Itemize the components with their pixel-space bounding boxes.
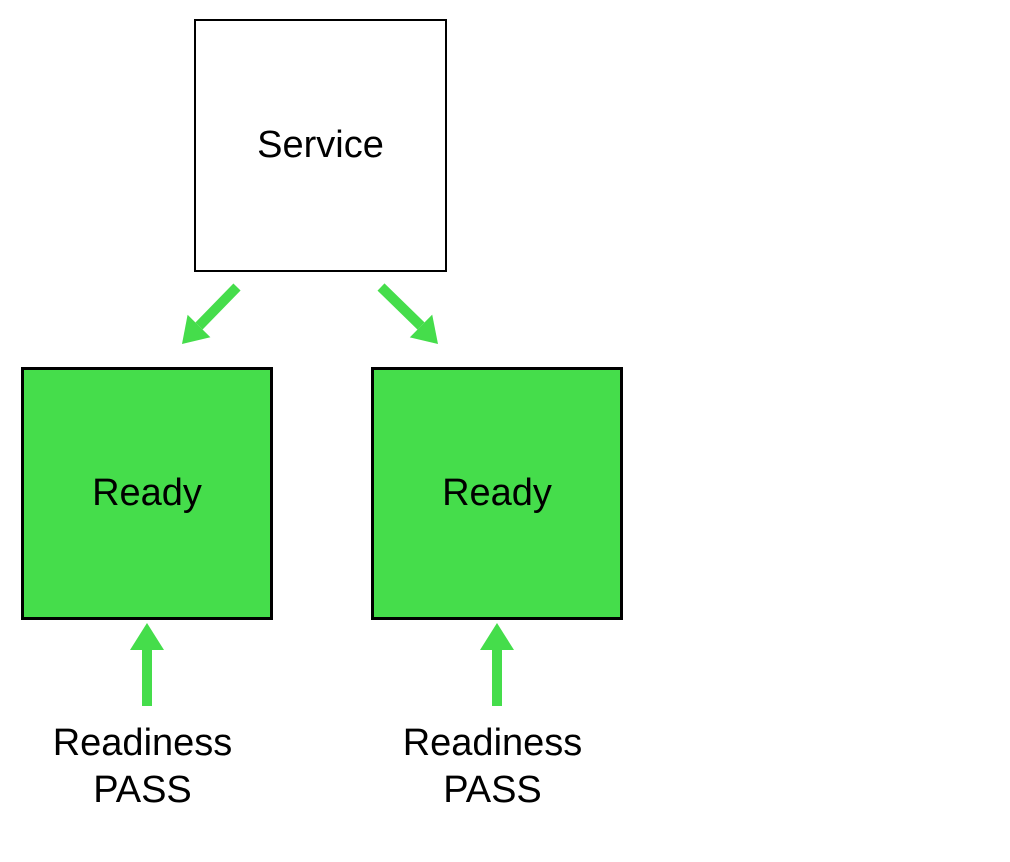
readiness-caption-right-line2: PASS	[443, 769, 542, 811]
pod-node-right: Ready	[371, 367, 623, 620]
readiness-caption-left-line2: PASS	[93, 769, 192, 811]
service-to-left-pod-arrow-icon	[182, 283, 241, 344]
pod-node-left: Ready	[21, 367, 273, 620]
readiness-caption-right: Readiness PASS	[370, 720, 615, 814]
readiness-pass-right-up-arrow-icon	[480, 623, 514, 706]
readiness-pass-left-up-arrow-icon	[130, 623, 164, 706]
service-node: Service	[194, 19, 447, 272]
pod-node-right-label: Ready	[442, 472, 552, 514]
service-to-right-pod-arrow-icon	[377, 283, 438, 344]
readiness-caption-left: Readiness PASS	[20, 720, 265, 814]
readiness-caption-left-line1: Readiness	[52, 722, 233, 764]
pod-node-left-label: Ready	[92, 472, 202, 514]
readiness-caption-right-line1: Readiness	[402, 722, 583, 764]
service-node-label: Service	[257, 124, 384, 166]
